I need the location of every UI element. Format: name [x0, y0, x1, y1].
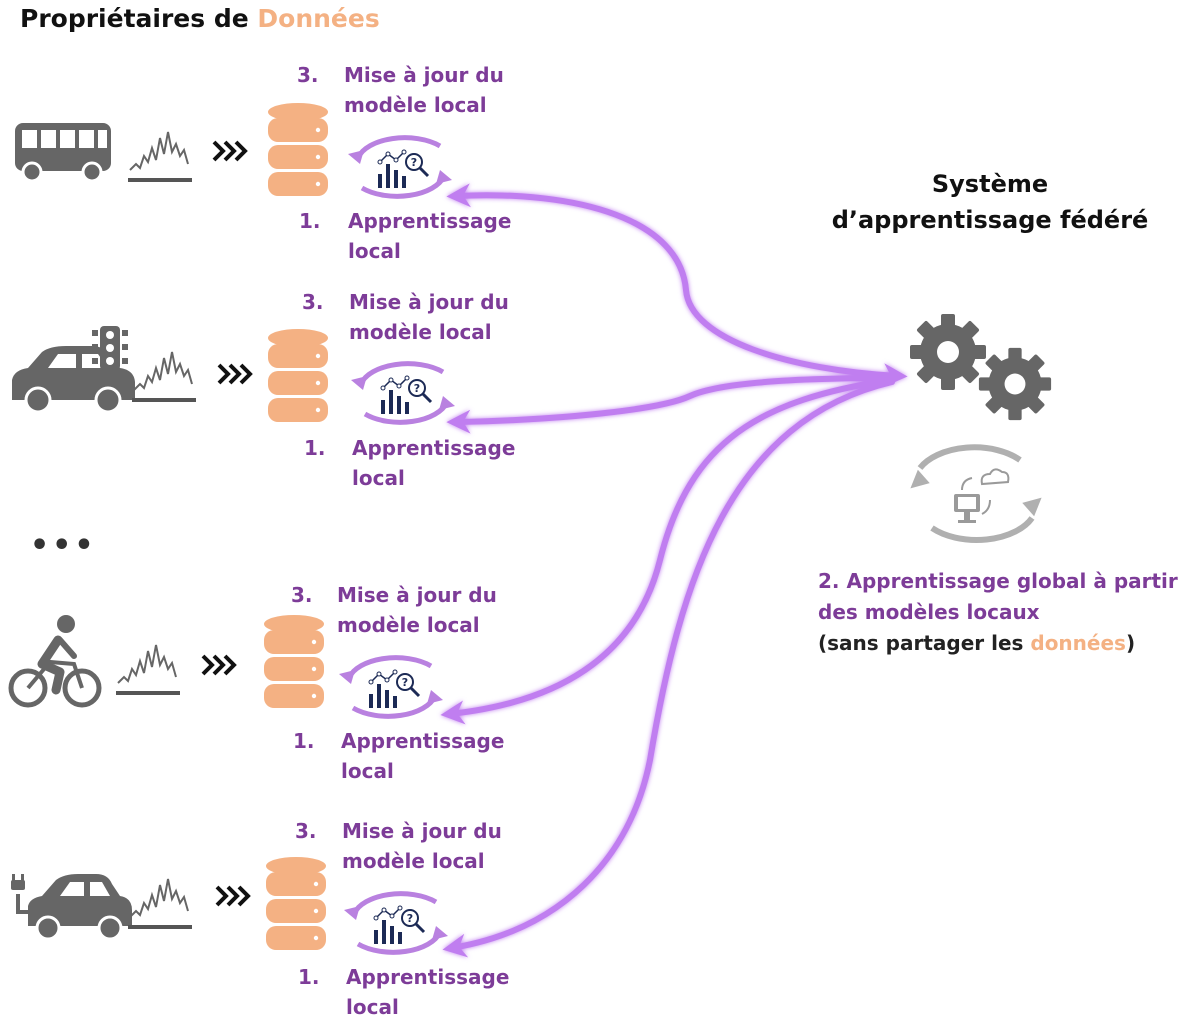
step1-label: Apprentissage local [341, 729, 505, 783]
chevrons-icon [212, 140, 247, 162]
chevrons-icon [217, 363, 252, 385]
step3-number: 3. [302, 290, 324, 314]
global-learning-caption: 2. Apprentissage global à partir des mod… [818, 569, 1178, 655]
database-icon [268, 103, 328, 196]
bus-icon [15, 123, 111, 183]
step1-number: 1. [298, 965, 320, 989]
car-with-traffic-light-icon [12, 326, 135, 414]
step3-label: Mise à jour du modèle local [344, 63, 504, 117]
chevrons-icon [215, 885, 250, 907]
data-series-icon [126, 877, 194, 929]
page-title: Propriétaires de Données [20, 4, 380, 33]
electric-car-icon [11, 874, 132, 941]
database-icon [268, 329, 328, 422]
arrow-to-owner-2 [446, 375, 893, 434]
local-learning-cycle-icon [339, 658, 443, 717]
database-icon [266, 857, 326, 950]
step3-label: Mise à jour du modèle local [349, 290, 509, 344]
local-learning-cycle-icon [348, 138, 452, 197]
arrow-to-owner-3 [440, 377, 893, 725]
step3-number: 3. [295, 819, 317, 843]
arrow-to-owner-1 [446, 183, 908, 388]
step1-number: 1. [304, 436, 326, 460]
local-learning-cycle-icon [351, 364, 455, 423]
data-series-icon [130, 350, 198, 402]
global-aggregation-cycle-icon [910, 444, 1042, 543]
gear-icon [978, 347, 1052, 421]
federated-arrows [440, 183, 908, 958]
step1-label: Apprentissage local [352, 436, 516, 490]
arrow-to-owner-4 [442, 379, 895, 958]
more-owners-ellipsis: ••• [30, 528, 97, 563]
step1-label: Apprentissage local [346, 965, 510, 1019]
cyclist-icon [8, 615, 102, 708]
step3-label: Mise à jour du modèle local [337, 583, 497, 637]
step3-number: 3. [291, 583, 313, 607]
step3-number: 3. [297, 63, 319, 87]
data-series-icon [114, 643, 182, 695]
data-series-icon [126, 130, 194, 182]
federated-system-title: Système d’apprentissage fédéré [831, 170, 1149, 234]
gear-icon [910, 314, 986, 390]
step3-label: Mise à jour du modèle local [342, 819, 502, 873]
chevrons-icon [201, 654, 236, 676]
step1-number: 1. [299, 209, 321, 233]
step1-number: 1. [293, 729, 315, 753]
local-learning-cycle-icon [344, 894, 448, 953]
database-icon [264, 615, 324, 708]
step1-label: Apprentissage local [348, 209, 512, 263]
